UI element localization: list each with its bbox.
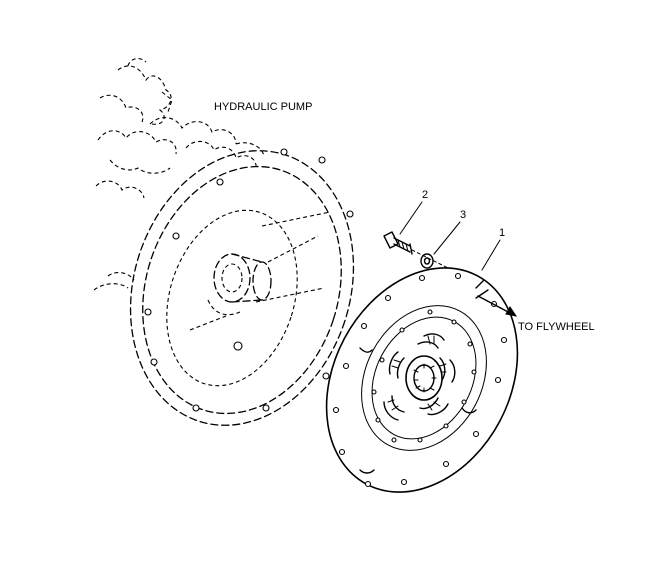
pump-input-shaft <box>207 253 272 351</box>
pump-housing <box>93 57 265 291</box>
to-flywheel-label: TO FLYWHEEL <box>518 321 595 333</box>
bolt <box>383 231 453 271</box>
callout-2: 2 <box>422 189 428 201</box>
callout-3: 3 <box>460 209 466 221</box>
drive-plate <box>325 267 519 493</box>
hydraulic-pump-label: HYDRAULIC PUMP <box>214 101 312 113</box>
flywheel-housing-flange <box>129 148 355 426</box>
lock-washer <box>420 253 434 269</box>
flywheel-direction-arrow <box>477 295 518 317</box>
leader-lines <box>399 201 501 271</box>
callout-1: 1 <box>499 227 505 239</box>
